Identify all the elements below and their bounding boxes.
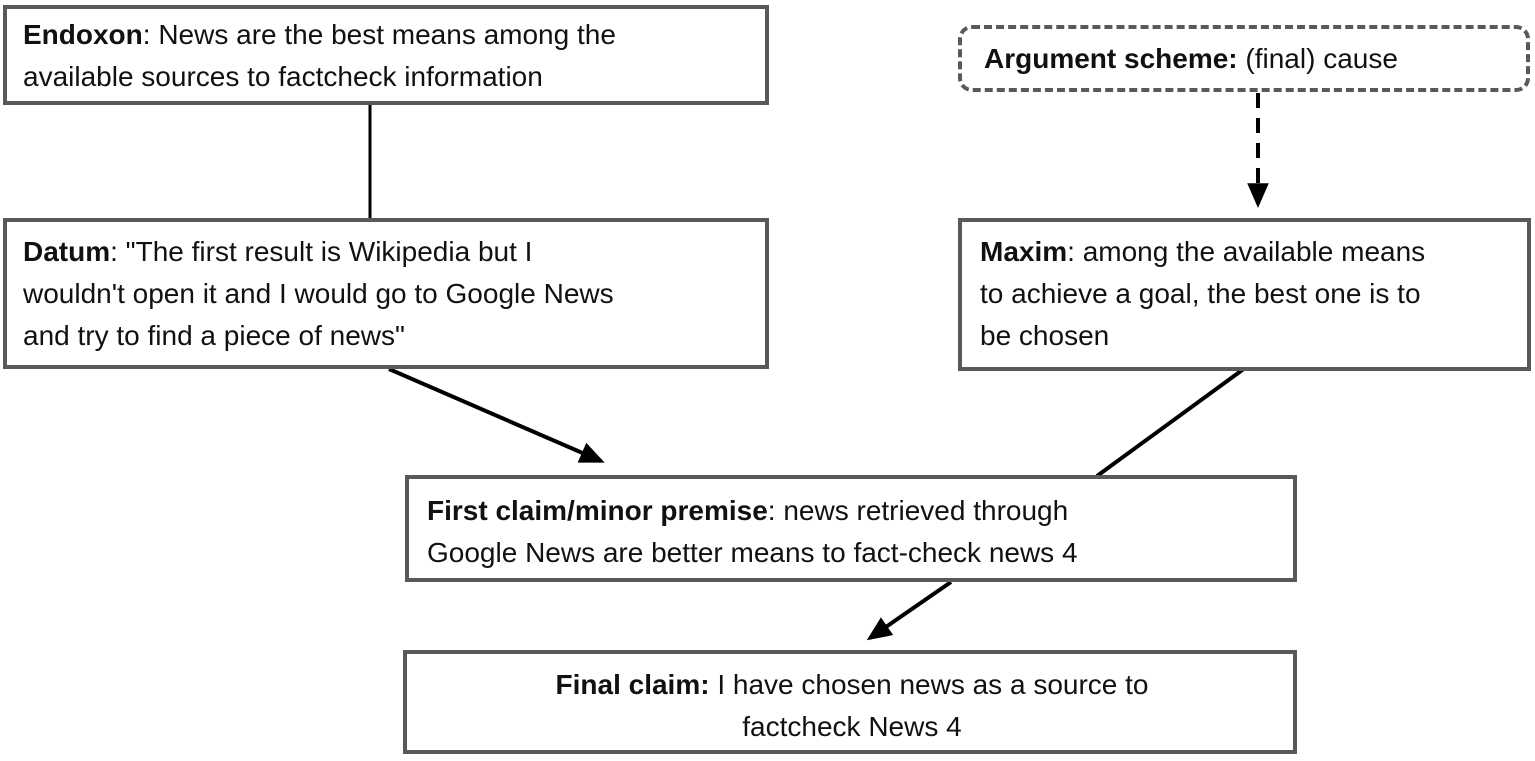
final-claim-label: Final claim: bbox=[555, 669, 710, 700]
endoxon-label: Endoxon bbox=[23, 19, 143, 50]
first-claim-box: First claim/minor premise: news retrieve… bbox=[405, 475, 1297, 582]
datum-box: Datum: "The first result is Wikipedia bu… bbox=[3, 218, 769, 369]
endoxon-text: : News are the best means among the avai… bbox=[23, 19, 616, 92]
argument-scheme-box: Argument scheme: (final) cause bbox=[958, 25, 1530, 92]
datum-text: : "The first result is Wikipedia but I w… bbox=[23, 236, 614, 351]
first-claim-label: First claim/minor premise bbox=[427, 495, 768, 526]
final-claim-text: I have chosen news as a source to factch… bbox=[717, 669, 1149, 742]
final-claim-box: Final claim: I have chosen news as a sou… bbox=[403, 650, 1297, 754]
maxim-label: Maxim bbox=[980, 236, 1068, 267]
maxim-text: : among the available means to achieve a… bbox=[980, 236, 1426, 351]
endoxon-box: Endoxon: News are the best means among t… bbox=[3, 5, 769, 105]
maxim-to-first-claim-connector bbox=[1095, 366, 1247, 478]
datum-to-first-claim-arrow bbox=[388, 367, 605, 463]
first-claim-to-final-claim-arrow bbox=[866, 580, 953, 641]
argument-scheme-label: Argument scheme: bbox=[984, 43, 1238, 74]
argument-scheme-text: (final) cause bbox=[1237, 43, 1398, 74]
datum-label: Datum bbox=[23, 236, 111, 267]
first-claim-text: : news retrieved through Google News are… bbox=[427, 495, 1078, 568]
maxim-box: Maxim: among the available means to achi… bbox=[958, 218, 1531, 371]
